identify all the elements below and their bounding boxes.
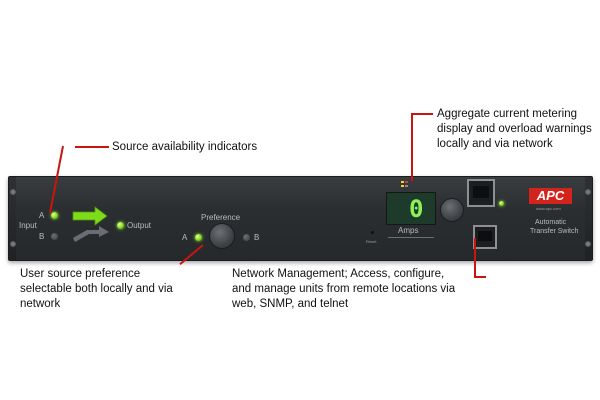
- leader-network-h: [474, 276, 486, 278]
- current-digit: 0: [409, 195, 424, 223]
- input-label: Input: [19, 221, 37, 230]
- pref-b-led: [243, 234, 250, 241]
- reset-label: Reset: [366, 239, 377, 244]
- screw-icon: [10, 189, 16, 195]
- brand-url: www.apc.com: [536, 206, 561, 211]
- callout-network: Network Management; Access, configure, a…: [232, 268, 456, 310]
- display-select-button[interactable]: [440, 198, 464, 222]
- rack-ear-left: [9, 177, 16, 260]
- source-b-label: B: [39, 232, 45, 241]
- pref-a-led: [195, 234, 202, 241]
- product-name-line2: Transfer Switch: [530, 228, 579, 235]
- pref-a-label: A: [182, 233, 188, 242]
- leader-metering-h: [411, 113, 433, 115]
- pref-b-label: B: [254, 233, 260, 242]
- source-a-led: [51, 212, 58, 219]
- callout-metering: Aggregate current metering display and o…: [437, 108, 592, 150]
- reset-pinhole[interactable]: [371, 231, 374, 234]
- product-name-line1: Automatic: [535, 219, 567, 226]
- serial-port[interactable]: [473, 225, 497, 249]
- current-display: 0: [386, 192, 436, 225]
- source-a-label: A: [39, 211, 45, 220]
- apc-logo: APC: [529, 188, 572, 204]
- amps-label: Amps: [398, 226, 419, 235]
- screw-icon: [585, 189, 591, 195]
- output-led: [117, 222, 124, 229]
- preference-button[interactable]: [209, 223, 235, 249]
- source-b-led: [51, 233, 58, 240]
- ats-front-panel: Input A B Output Preference A B Reset 0 …: [8, 176, 593, 261]
- leader-source-availability: [75, 146, 109, 148]
- network-status-led: [499, 201, 504, 206]
- overload-indicator-leds: [401, 181, 409, 190]
- screw-icon: [10, 241, 16, 247]
- leader-network-v: [474, 238, 476, 278]
- amps-underline: [388, 237, 434, 238]
- output-label: Output: [127, 221, 152, 230]
- screw-icon: [585, 241, 591, 247]
- transfer-arrows-icon: [72, 206, 109, 242]
- network-port[interactable]: [467, 179, 495, 207]
- callout-preference: User source preference selectable both l…: [20, 268, 173, 310]
- preference-label: Preference: [201, 213, 241, 222]
- leader-metering-v: [411, 113, 413, 181]
- callout-source-availability: Source availability indicators: [112, 141, 258, 153]
- rack-ear-right: [585, 177, 592, 260]
